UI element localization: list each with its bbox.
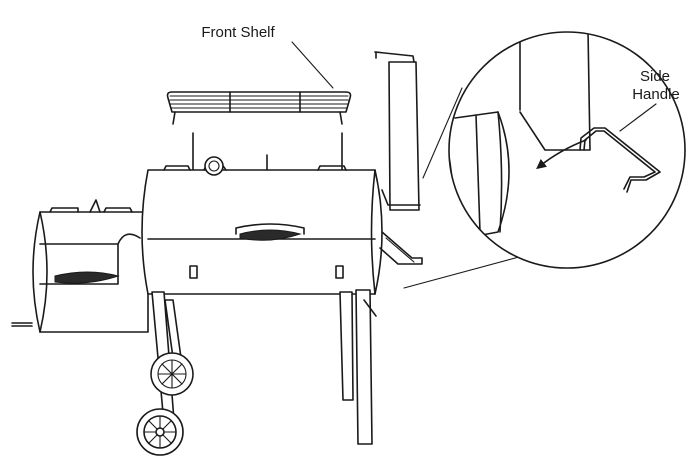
side-handle-icon — [579, 127, 661, 193]
grate-shelf-icon — [166, 91, 352, 125]
rotate-arrow-icon — [536, 139, 587, 170]
wheel-large — [136, 408, 184, 456]
thermometer-icon — [204, 156, 224, 176]
chimney — [374, 51, 421, 211]
firebox — [11, 199, 149, 333]
front-shelf-label: Front Shelf — [201, 24, 275, 41]
callout-line-upper — [422, 87, 463, 179]
wheel-small — [150, 352, 194, 396]
detail-magnifier — [448, 31, 686, 269]
side-rack — [379, 231, 423, 265]
side-handle-leader-line — [619, 103, 657, 132]
side-handle-label-line2: Handle — [632, 86, 680, 103]
main-barrel — [141, 154, 383, 295]
front-shelf-leader-line — [291, 41, 334, 89]
side-handle-label-line1: Side — [639, 68, 671, 85]
